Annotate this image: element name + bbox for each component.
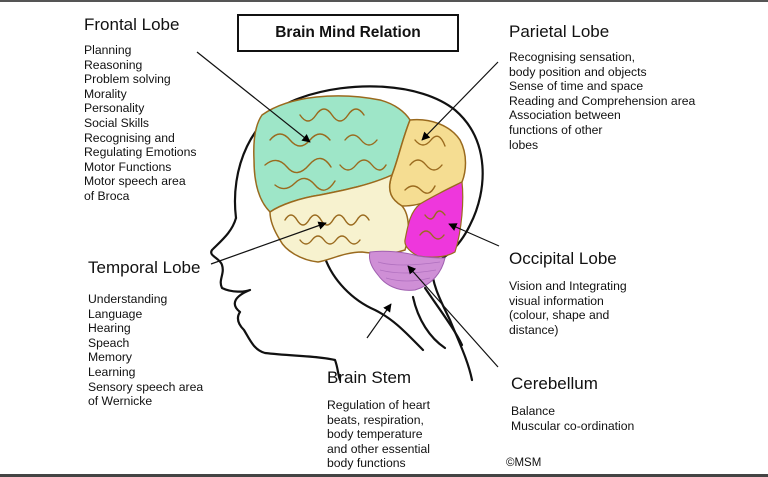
temporal-lobe [269, 173, 410, 263]
function-item: distance) [509, 322, 559, 337]
parietal-lobe-label: Parietal Lobe Recognising sensation, bod… [509, 22, 695, 152]
function-item: Muscular co-ordination [511, 418, 635, 433]
temporal-lobe-label: Temporal Lobe Understanding Language Hea… [88, 258, 203, 409]
temporal-lobe-functions: Understanding Language Hearing Speach Me… [88, 292, 203, 409]
function-item: Association between [509, 108, 621, 123]
function-item: Recognising and [84, 130, 175, 145]
function-item: Reasoning [84, 57, 143, 72]
frontal-lobe-label: Frontal Lobe Planning Reasoning Problem … [84, 15, 196, 204]
function-item: Regulating Emotions [84, 145, 197, 160]
gyri-folds [264, 108, 446, 245]
function-item: and other essential [327, 441, 430, 456]
function-item: body position and objects [509, 64, 647, 79]
neck-back-2 [423, 286, 464, 347]
pointer-occipital [448, 223, 500, 247]
function-item: Language [88, 306, 143, 321]
function-item: Hearing [88, 321, 131, 336]
brain-stem-heading: Brain Stem [327, 368, 412, 387]
function-item: Regulation of heart [327, 398, 430, 412]
function-item: Reading and Comprehension area [509, 93, 696, 108]
diagram-title: Brain Mind Relation [237, 14, 459, 52]
function-item: Sensory speech area [88, 379, 204, 394]
brain-stem-functions: Regulation of heart beats, respiration, … [327, 398, 430, 471]
pointer-frontal [196, 51, 311, 143]
pointer-parietal [421, 61, 499, 141]
frame-top-border [0, 0, 768, 2]
parietal-lobe-heading: Parietal Lobe [509, 22, 610, 41]
cerebellum-functions: Balance Muscular co-ordination [511, 404, 634, 433]
neck-back-1 [411, 295, 447, 350]
function-item: Planning [84, 43, 132, 57]
function-item: lobes [509, 137, 539, 152]
function-item: body temperature [327, 427, 423, 442]
frontal-lobe-functions: Planning Reasoning Problem solving Moral… [84, 43, 196, 204]
pointer-temporal [210, 221, 327, 265]
copyright-credit: ©MSM [506, 457, 542, 469]
parietal-lobe-functions: Recognising sensation, body position and… [509, 50, 695, 152]
occipital-lobe-heading: Occipital Lobe [509, 249, 617, 268]
function-item: Motor Functions [84, 159, 172, 174]
function-item: (colour, shape and [509, 308, 610, 323]
neck-front [323, 256, 425, 352]
function-item: Understanding [88, 292, 168, 306]
function-item: Speach [88, 335, 130, 350]
temporal-lobe-heading: Temporal Lobe [88, 258, 201, 277]
function-item: Vision and Integrating [509, 279, 627, 293]
pointer-brainstem [366, 303, 392, 339]
occipital-lobe-label: Occipital Lobe Vision and Integrating vi… [509, 249, 627, 337]
cerebellum [369, 250, 446, 291]
function-item: Recognising sensation, [509, 50, 636, 64]
function-item: beats, respiration, [327, 412, 424, 427]
face-profile [210, 216, 342, 382]
function-item: visual information [509, 293, 604, 308]
function-item: Balance [511, 404, 556, 418]
function-item: Motor speech area [84, 174, 186, 189]
function-item: functions of other [509, 122, 603, 137]
occipital-lobe-functions: Vision and Integrating visual informatio… [509, 279, 627, 337]
frame-bottom-border [0, 474, 768, 477]
cerebellum-heading: Cerebellum [511, 374, 598, 393]
function-item: of Wernicke [88, 394, 153, 409]
occipital-lobe [404, 181, 464, 258]
function-item: Problem solving [84, 72, 171, 87]
function-item: Personality [84, 101, 145, 116]
function-item: of Broca [84, 188, 130, 203]
cerebellum-label: Cerebellum Balance Muscular co-ordinatio… [511, 374, 634, 433]
function-item: Morality [84, 86, 127, 101]
frontal-lobe-heading: Frontal Lobe [84, 15, 180, 34]
function-item: body functions [327, 456, 406, 471]
function-item: Social Skills [84, 115, 150, 130]
cerebellum-striations [377, 261, 441, 282]
function-item: Sense of time and space [509, 79, 644, 94]
function-item: Learning [88, 364, 136, 379]
brain-stem-label: Brain Stem Regulation of heart beats, re… [327, 368, 430, 471]
pointer-cerebellum [407, 265, 499, 368]
function-item: Memory [88, 350, 133, 365]
